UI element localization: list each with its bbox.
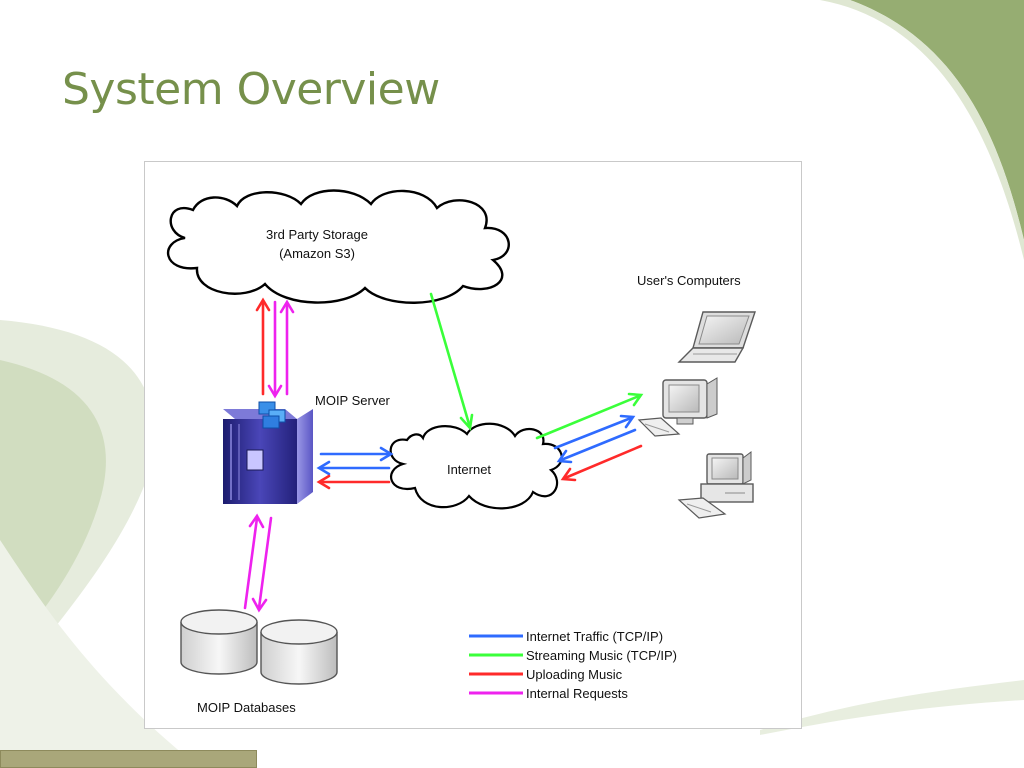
- arrow-storage-to-server-internal: [267, 300, 283, 399]
- moip-databases: MOIP Databases: [180, 609, 338, 715]
- storage-cloud-title: 3rd Party Storage: [266, 227, 368, 242]
- server-side: [297, 409, 313, 504]
- laptop-icon: [677, 311, 756, 363]
- storage-cloud-shape: [167, 189, 510, 304]
- arrow-server-to-databases-internal: [251, 516, 273, 613]
- arrow-users-to-internet-traffic: [556, 428, 637, 464]
- arrow-users-to-internet-upload: [560, 444, 643, 482]
- arrow-storage-to-internet-streaming: [429, 292, 474, 431]
- top-right-swoosh-light: [820, 0, 1024, 260]
- legend-item-streaming-music: Streaming Music (TCP/IP): [469, 648, 677, 663]
- arrow-databases-to-server-internal: [243, 513, 265, 610]
- server-panel: [246, 449, 264, 471]
- server-label: MOIP Server: [315, 393, 391, 408]
- arrow-server-to-storage-upload: [255, 297, 271, 396]
- desktop-computer-icon: [637, 377, 718, 437]
- system-diagram: 3rd Party Storage (Amazon S3) Internet M…: [144, 161, 802, 729]
- clients-label: User's Computers: [637, 273, 741, 288]
- arrow-internet-to-server-upload: [316, 474, 391, 490]
- legend-item-internal-requests: Internal Requests: [469, 686, 628, 701]
- legend: Internet Traffic (TCP/IP) Streaming Musi…: [469, 629, 677, 701]
- database-cylinder-1: [180, 609, 258, 675]
- legend-label-internal-requests: Internal Requests: [526, 686, 628, 701]
- connection-arrows: [243, 292, 644, 613]
- bottom-right-arc: [760, 680, 1024, 735]
- top-right-swoosh: [850, 0, 1024, 240]
- slide-title: System Overview: [62, 64, 440, 115]
- storage-cloud-subtitle: (Amazon S3): [279, 246, 355, 261]
- internet-cloud-shape: [389, 422, 563, 510]
- database-cylinder-2: [260, 619, 338, 685]
- left-swoosh-arc: [0, 540, 200, 768]
- arrow-internet-to-users-streaming: [535, 392, 644, 440]
- internet-label: Internet: [447, 462, 491, 477]
- footer-bar: [0, 750, 257, 768]
- storage-cloud: 3rd Party Storage (Amazon S3): [167, 189, 510, 304]
- tower-computer-icon: [677, 451, 754, 519]
- legend-item-internet-traffic: Internet Traffic (TCP/IP): [469, 629, 663, 644]
- legend-label-streaming-music: Streaming Music (TCP/IP): [526, 648, 677, 663]
- arrow-server-to-internet-traffic: [319, 446, 394, 462]
- arrow-server-to-storage-internal: [279, 299, 295, 396]
- arrow-internet-to-server-traffic: [316, 460, 391, 476]
- arrow-internet-to-users-traffic: [553, 414, 636, 450]
- legend-label-internet-traffic: Internet Traffic (TCP/IP): [526, 629, 663, 644]
- legend-item-uploading-music: Uploading Music: [469, 667, 623, 682]
- databases-label: MOIP Databases: [197, 700, 296, 715]
- legend-label-uploading-music: Uploading Music: [526, 667, 623, 682]
- internet-cloud: Internet: [389, 422, 563, 510]
- moip-server: MOIP Server: [223, 393, 391, 504]
